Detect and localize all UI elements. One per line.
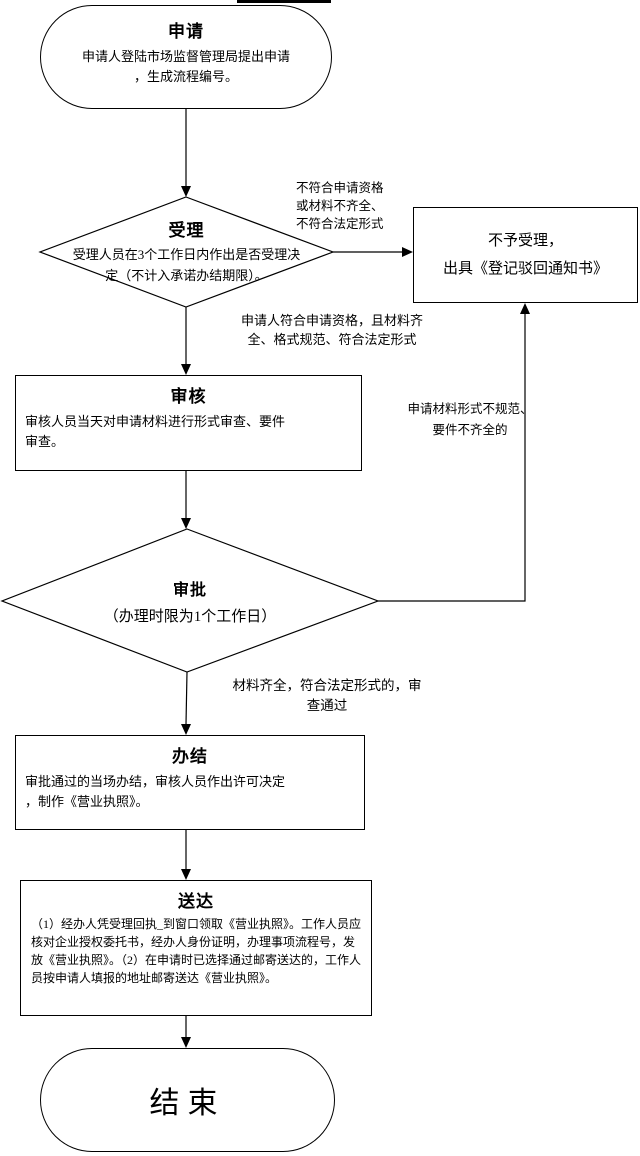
label-not-standard: 申请材料形式不规范、 要件不齐全的 [407, 402, 533, 438]
label-not-qualified: 不符合申请资格 或材料不齐全、 不符合法定形式 [296, 181, 384, 232]
deliver-title: 送达 [178, 892, 214, 911]
review-body: 审核人员当天对申请材料进行形式审查、要件 审查。 [25, 414, 286, 450]
complete-body: 审批通过的当场办结，审核人员作出许可决定 ，制作《营业执照》。 [25, 774, 286, 810]
top-edge-artifact [237, 0, 331, 3]
approve-subtitle: （办理时限为1个工作日） [103, 608, 277, 625]
deliver-body: （1）经办人凭受理回执_到窗口领取《营业执照》。工作人员应核对企业授权委托书，经… [31, 917, 362, 985]
apply-title: 申请 [168, 22, 204, 41]
reject-node: 不予受理， 出具《登记驳回通知书》 [413, 207, 638, 303]
apply-body: 申请人登陆市场监督管理局提出申请 ，生成流程编号。 [81, 49, 290, 85]
complete-node: 办结 审批通过的当场办结，审核人员作出许可决定 ，制作《营业执照》。 [15, 735, 365, 830]
approve-diamond: 审批 （办理时限为1个工作日） [2, 529, 378, 672]
accept-title: 受理 [168, 221, 205, 241]
review-title: 审核 [170, 387, 207, 406]
complete-title: 办结 [172, 747, 208, 766]
label-pass: 材料齐全，符合法定形式的，审 查通过 [232, 678, 422, 713]
accept-diamond: 受理 受理人员在3个工作日内作出是否受理决 定（不计入承诺办结期限）。 [40, 199, 333, 303]
accept-body: 受理人员在3个工作日内作出是否受理决 定（不计入承诺办结期限）。 [72, 247, 301, 283]
review-node: 审核 审核人员当天对申请材料进行形式审查、要件 审查。 [15, 375, 362, 471]
end-node: 结束 [40, 1048, 335, 1152]
apply-node: 申请 申请人登陆市场监督管理局提出申请 ，生成流程编号。 [40, 5, 332, 109]
label-qualified: 申请人符合申请资格，且材料齐 全、格式规范、符合法定形式 [240, 313, 423, 347]
deliver-node: 送达 （1）经办人凭受理回执_到窗口领取《营业执照》。工作人员应核对企业授权委托… [20, 880, 372, 1016]
approve-title: 审批 [172, 581, 207, 599]
